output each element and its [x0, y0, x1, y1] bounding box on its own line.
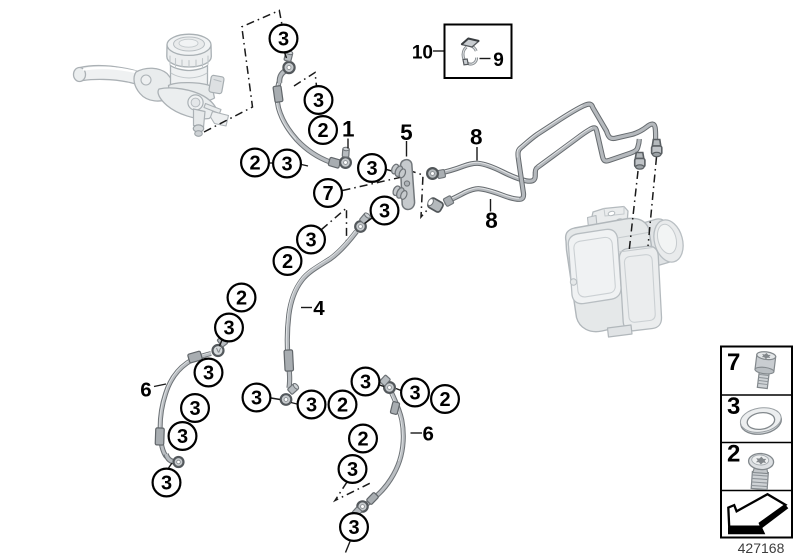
- svg-text:8: 8: [485, 208, 498, 233]
- svg-text:2: 2: [439, 389, 450, 411]
- svg-text:2: 2: [236, 288, 247, 310]
- svg-text:2: 2: [357, 429, 368, 451]
- svg-text:3: 3: [313, 90, 324, 112]
- svg-text:3: 3: [278, 29, 289, 51]
- svg-text:2: 2: [249, 153, 260, 175]
- svg-text:3: 3: [306, 395, 317, 417]
- svg-text:7: 7: [322, 183, 333, 205]
- svg-text:2: 2: [317, 120, 328, 142]
- svg-text:3: 3: [189, 398, 200, 420]
- svg-text:3: 3: [251, 388, 262, 410]
- svg-text:2: 2: [727, 441, 740, 468]
- svg-text:3: 3: [203, 363, 214, 385]
- svg-text:3: 3: [223, 318, 234, 340]
- svg-text:4: 4: [313, 297, 325, 320]
- svg-text:3: 3: [379, 201, 390, 223]
- svg-text:1: 1: [342, 116, 355, 141]
- svg-text:427168: 427168: [738, 540, 785, 556]
- svg-text:3: 3: [347, 459, 358, 481]
- svg-text:5: 5: [400, 120, 413, 145]
- svg-text:9: 9: [493, 50, 504, 71]
- svg-text:3: 3: [177, 426, 188, 448]
- svg-text:3: 3: [281, 154, 292, 176]
- svg-text:3: 3: [161, 473, 172, 495]
- svg-text:3: 3: [366, 158, 377, 180]
- svg-text:8: 8: [470, 124, 483, 149]
- svg-text:7: 7: [727, 349, 740, 376]
- svg-text:3: 3: [727, 393, 740, 420]
- svg-text:6: 6: [422, 423, 433, 446]
- svg-text:2: 2: [337, 395, 348, 417]
- svg-text:3: 3: [348, 517, 359, 539]
- svg-text:3: 3: [360, 372, 371, 394]
- svg-text:3: 3: [305, 230, 316, 252]
- svg-text:3: 3: [409, 383, 420, 405]
- svg-text:6: 6: [140, 379, 151, 402]
- svg-text:10: 10: [412, 42, 433, 63]
- svg-text:2: 2: [282, 251, 293, 273]
